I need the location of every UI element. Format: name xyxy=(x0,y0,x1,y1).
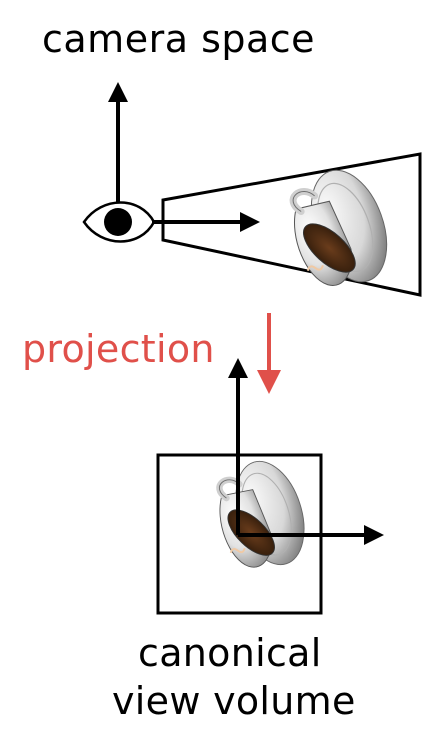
canonical-view-volume-label-line1: canonical xyxy=(138,631,322,675)
eye-icon xyxy=(82,201,156,243)
teacup-icon xyxy=(206,453,317,580)
projection-label: projection xyxy=(22,327,215,371)
camera-space-title: camera space xyxy=(42,17,316,61)
canonical-view-volume-label-line2: view volume xyxy=(112,679,356,723)
